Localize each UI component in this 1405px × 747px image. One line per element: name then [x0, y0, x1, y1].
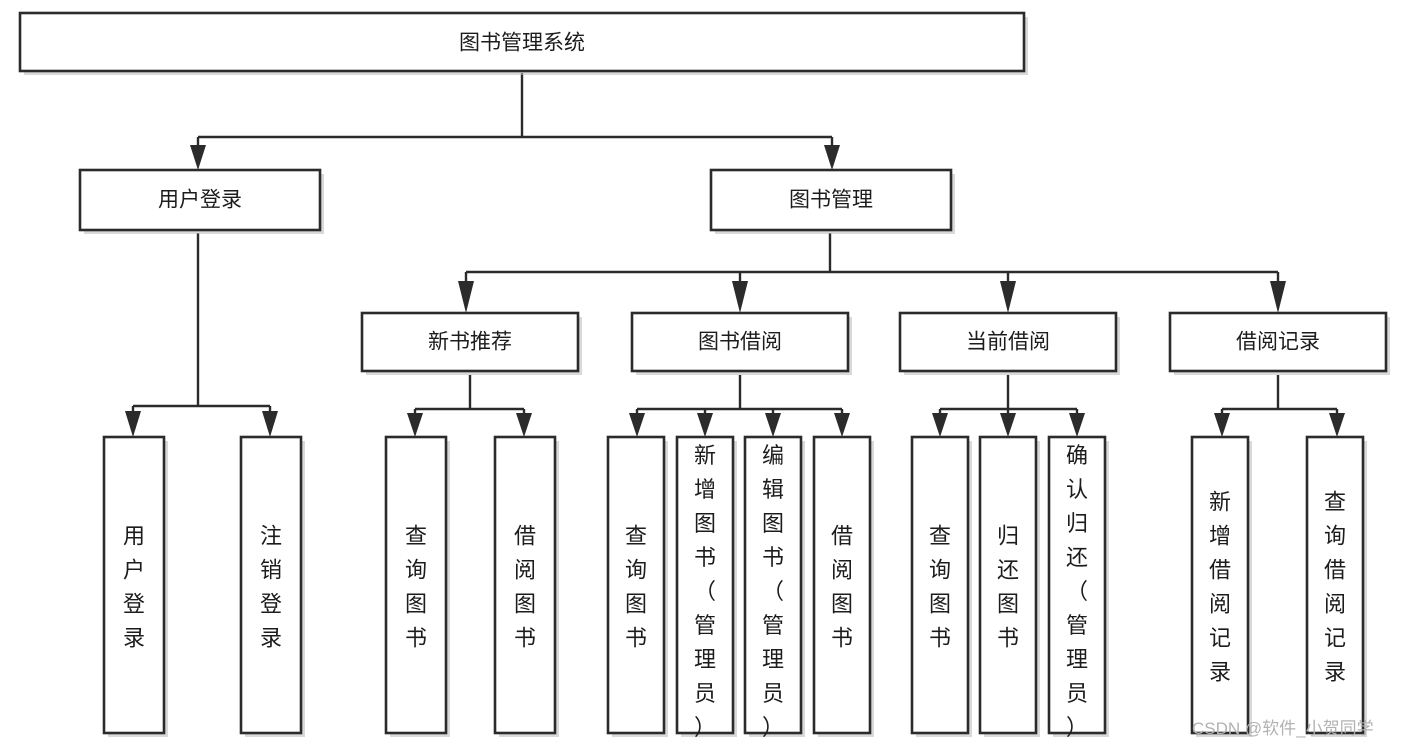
leaf-add-record-box: [1190, 435, 1250, 735]
leaf-borrow-book-2[interactable]: 借阅图书: [812, 435, 874, 737]
arrow-to-current-borrow: [1000, 281, 1016, 313]
edge-layer: [125, 73, 1345, 437]
leaf-user-login-box: [102, 435, 166, 735]
leaf-query-book-2-label: 查询图书: [625, 524, 647, 651]
node-borrow-record-box: [1168, 311, 1388, 373]
arrow-to-leaf-add-book: [697, 413, 713, 437]
arrow-to-book-management: [824, 145, 840, 170]
leaf-borrow-book-1[interactable]: 借阅图书: [493, 435, 559, 737]
leaf-borrow-book-1-box: [493, 435, 557, 735]
node-new-book-recommend-box: [360, 311, 580, 373]
leaf-query-book-3-label: 查询图书: [929, 524, 951, 651]
node-root-label: 图书管理系统: [459, 32, 585, 55]
node-new-book-recommend-label: 新书推荐: [428, 331, 512, 354]
node-root[interactable]: 图书管理系统: [18, 11, 1028, 75]
leaf-confirm-return-box: [1047, 435, 1107, 735]
arrow-to-leaf-query-book-3: [932, 413, 948, 437]
leaf-return-book-box: [978, 435, 1038, 735]
leaf-return-book[interactable]: 归还图书: [978, 435, 1040, 737]
leaf-return-book-label: 归还图书: [997, 524, 1019, 651]
arrow-to-new-book-recommend: [458, 281, 474, 313]
node-user-login[interactable]: 用户登录: [78, 168, 324, 234]
leaf-user-login-label: 用户登录: [123, 524, 145, 651]
leaf-add-record[interactable]: 新增借阅记录: [1190, 435, 1252, 737]
leaf-user-logout-box: [239, 435, 303, 735]
arrow-to-leaf-borrow-book-2: [834, 413, 850, 437]
arrow-to-leaf-borrow-book-1: [516, 413, 532, 437]
node-current-borrow[interactable]: 当前借阅: [898, 311, 1120, 375]
node-borrow-record[interactable]: 借阅记录: [1168, 311, 1390, 375]
leaf-query-record[interactable]: 查询借阅记录: [1305, 435, 1367, 737]
node-book-borrow-label: 图书借阅: [698, 331, 782, 354]
node-user-login-label: 用户登录: [158, 189, 242, 212]
leaf-confirm-return-label: 确认归还（管理员）: [1066, 443, 1088, 740]
leaf-add-book-label: 新增图书（管理员）: [694, 443, 716, 740]
leaf-query-book-1[interactable]: 查询图书: [384, 435, 450, 737]
arrow-to-borrow-record: [1270, 281, 1286, 313]
arrow-to-leaf-edit-book: [765, 413, 781, 437]
node-current-borrow-box: [898, 311, 1118, 373]
arrow-to-user-login: [190, 145, 206, 170]
arrow-to-leaf-user-login: [125, 411, 141, 437]
node-user-login-box: [78, 168, 322, 232]
arrow-to-leaf-query-book-1: [407, 413, 423, 437]
arrow-to-leaf-user-logout: [262, 411, 278, 437]
leaf-query-record-label: 查询借阅记录: [1324, 490, 1346, 685]
leaf-user-logout[interactable]: 注销登录: [239, 435, 305, 737]
leaf-borrow-book-2-box: [812, 435, 872, 735]
leaf-query-book-3[interactable]: 查询图书: [910, 435, 972, 737]
arrow-to-leaf-query-record: [1329, 413, 1345, 437]
node-current-borrow-label: 当前借阅: [966, 331, 1050, 354]
csdn-watermark: CSDN @软件_小贺同学: [1192, 719, 1374, 738]
node-root-box: [18, 11, 1026, 73]
node-borrow-record-label: 借阅记录: [1236, 331, 1320, 354]
leaf-edit-book-label: 编辑图书（管理员）: [762, 443, 784, 740]
node-book-borrow[interactable]: 图书借阅: [630, 311, 852, 375]
leaf-query-book-1-box: [384, 435, 448, 735]
leaf-query-book-1-label: 查询图书: [405, 524, 427, 651]
leaf-borrow-book-2-label: 借阅图书: [831, 524, 853, 651]
leaf-borrow-book-1-label: 借阅图书: [514, 524, 536, 651]
node-book-borrow-box: [630, 311, 850, 373]
leaf-add-record-label: 新增借阅记录: [1209, 490, 1231, 685]
leaf-user-logout-label: 注销登录: [260, 524, 282, 651]
arrow-to-leaf-confirm-return: [1069, 413, 1085, 437]
leaf-query-book-2[interactable]: 查询图书: [606, 435, 668, 737]
arrow-to-leaf-add-record: [1214, 413, 1230, 437]
arrow-to-leaf-query-book-2: [629, 413, 645, 437]
node-book-management[interactable]: 图书管理: [709, 168, 955, 234]
arrow-to-leaf-return-book: [1000, 413, 1016, 437]
leaf-add-book[interactable]: 新增图书（管理员）: [675, 435, 737, 740]
node-book-management-label: 图书管理: [789, 189, 873, 212]
leaf-edit-book[interactable]: 编辑图书（管理员）: [743, 435, 805, 740]
leaf-query-book-2-box: [606, 435, 666, 735]
node-book-management-box: [709, 168, 953, 232]
leaf-query-record-box: [1305, 435, 1365, 735]
leaf-add-book-box: [675, 435, 735, 735]
leaf-confirm-return[interactable]: 确认归还（管理员）: [1047, 435, 1109, 740]
leaf-edit-book-box: [743, 435, 803, 735]
leaf-query-book-3-box: [910, 435, 970, 735]
node-new-book-recommend[interactable]: 新书推荐: [360, 311, 582, 375]
leaf-user-login[interactable]: 用户登录: [102, 435, 168, 737]
arrow-to-book-borrow: [732, 281, 748, 313]
